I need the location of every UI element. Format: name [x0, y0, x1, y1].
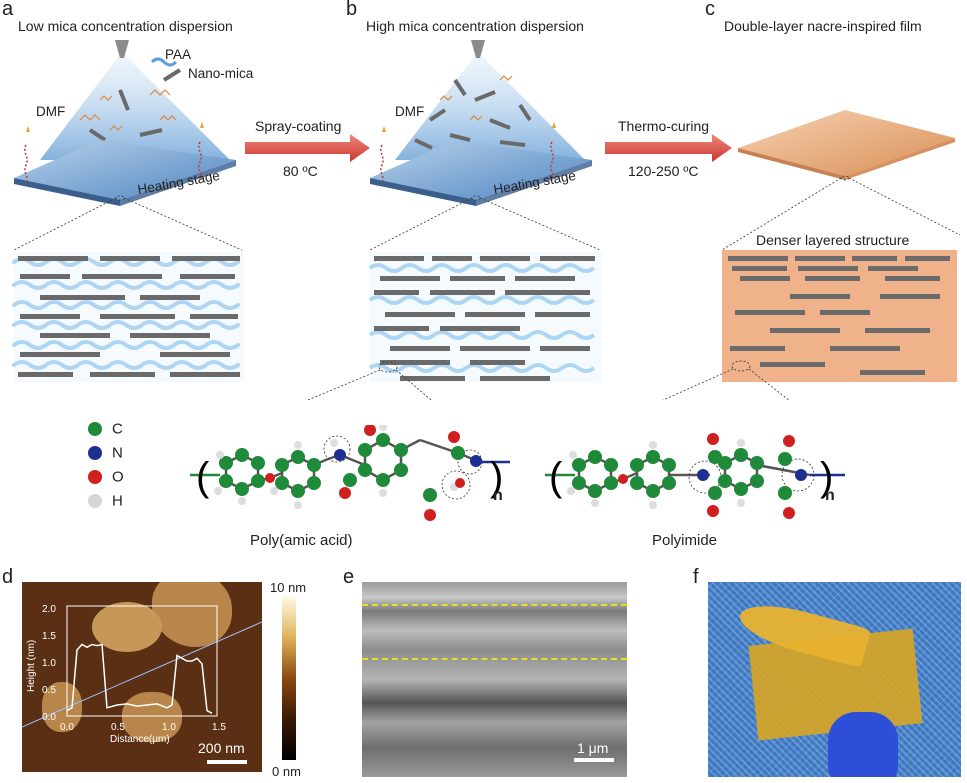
atom-legend-label: C [112, 420, 123, 438]
thermo-curing-temp: 120-250 ºC [628, 163, 699, 179]
atom-legend-label: O [112, 468, 124, 486]
atom-o-icon [88, 469, 102, 484]
svg-text:): ) [820, 455, 833, 499]
atom-legend-item: N [88, 444, 123, 464]
thermo-curing-arrow [605, 134, 732, 162]
sem-scale-bar [574, 758, 614, 762]
spray-coating-label: Spray-coating [255, 118, 342, 134]
nacre-film [738, 110, 955, 176]
atom-n-icon [88, 445, 102, 460]
svg-text:(: ( [196, 455, 210, 499]
atom-legend-label: N [112, 444, 123, 462]
afm-scale-bar-label: 200 nm [198, 740, 245, 756]
pi-repeat-n: n [825, 487, 835, 504]
panel-label-b: b [346, 0, 358, 20]
pi-caption: Polyimide [652, 532, 718, 549]
panel-label-a: a [2, 0, 14, 20]
upper-layer-line [362, 604, 627, 606]
panel-b-sprayer [395, 40, 585, 160]
lower-layer-line [362, 658, 627, 660]
svg-text:1.0: 1.0 [162, 722, 176, 733]
mica-legend-icon [162, 68, 182, 82]
panel-c-structure [722, 250, 957, 382]
panel-a-title: Low mica concentration dispersion [18, 18, 233, 34]
panel-a-sprayer [40, 40, 230, 160]
panel-a-dmf-label: DMF [36, 104, 66, 119]
atom-c-icon [88, 421, 102, 436]
panel-c-title: Double-layer nacre-inspired film [724, 18, 922, 34]
panel-label-c: c [705, 0, 715, 20]
afm-image: 0.0 0.5 1.0 1.5 2.0 0.0 0.5 1.0 1.5 Dist… [22, 582, 262, 772]
panel-a-structure [12, 252, 244, 382]
paa-repeat-n: n [493, 487, 503, 504]
panel-b-heating-stage [370, 122, 592, 206]
paa-molecule: ( ) n [190, 425, 510, 521]
panel-label-d: d [2, 566, 14, 588]
svg-text:1.0: 1.0 [42, 658, 56, 669]
svg-text:Distance(μm): Distance(μm) [110, 734, 170, 745]
paa-legend-icon [150, 57, 178, 67]
sem-cross-section: 1 μm [362, 582, 627, 777]
spray-coating-arrow [245, 134, 370, 162]
svg-text:1.5: 1.5 [42, 631, 56, 642]
gloved-hand [828, 712, 898, 777]
panel-b-title: High mica concentration dispersion [366, 18, 584, 34]
atom-legend-label: H [112, 492, 123, 510]
denser-structure-label: Denser layered structure [756, 232, 910, 248]
atom-legend-item: C [88, 420, 123, 440]
height-colorbar [282, 596, 296, 760]
thermo-curing-label: Thermo-curing [618, 118, 710, 134]
svg-text:0.0: 0.0 [42, 712, 56, 723]
colorbar-max-label: 10 nm [270, 580, 307, 595]
spray-coating-temp: 80 ºC [283, 163, 318, 179]
svg-text:0.5: 0.5 [42, 685, 56, 696]
process-schematic [12, 40, 961, 400]
panel-b-dmf-label: DMF [395, 104, 425, 119]
paa-legend-label: PAA [165, 47, 192, 62]
svg-text:0.5: 0.5 [111, 722, 125, 733]
paa-caption: Poly(amic acid) [250, 532, 353, 549]
mica-legend-label: Nano-mica [188, 66, 254, 81]
atom-h-icon [88, 493, 102, 508]
atom-legend-item: O [88, 468, 124, 488]
panel-label-e: e [343, 566, 355, 588]
svg-text:): ) [490, 455, 503, 499]
panel-label-f: f [693, 566, 699, 588]
svg-text:Height (nm): Height (nm) [26, 640, 37, 692]
afm-scale-bar [207, 760, 247, 764]
polyimide-molecule: ( ) n [545, 433, 845, 519]
panel-a-heating-stage [14, 122, 236, 206]
colorbar-min-label: 0 nm [272, 764, 301, 779]
svg-text:1.5: 1.5 [212, 722, 226, 733]
height-profile-inset: 0.0 0.5 1.0 1.5 2.0 0.0 0.5 1.0 1.5 Dist… [26, 604, 226, 745]
film-photo [708, 582, 961, 777]
svg-text:0.0: 0.0 [60, 722, 74, 733]
sem-scale-bar-label: 1 μm [577, 740, 609, 756]
svg-text:2.0: 2.0 [42, 604, 56, 615]
atom-legend-item: H [88, 492, 123, 512]
panel-b-structure [368, 252, 602, 382]
svg-text:(: ( [549, 455, 563, 499]
